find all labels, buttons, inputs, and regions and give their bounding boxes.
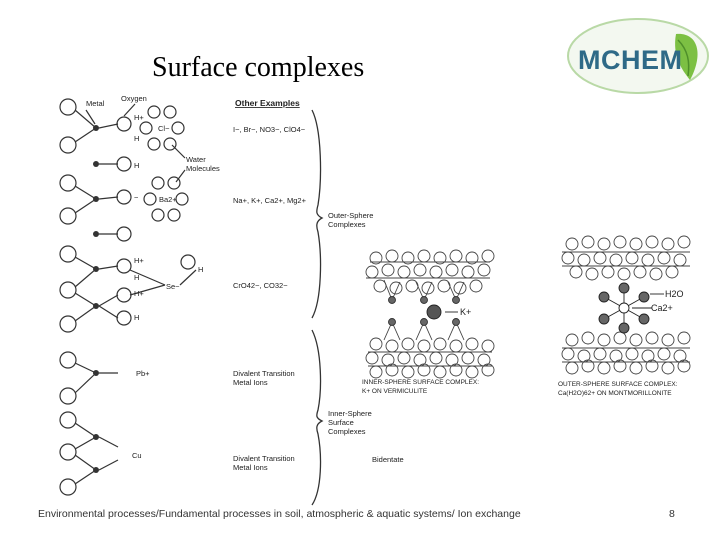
vermiculite-caption-line2: K+ ON VERMICULITE [362,388,428,395]
ion-h-plus-1: H+ [134,113,144,122]
example-divalent-2-line1: Divalent Transition [233,454,295,463]
vermiculite-top-layer [366,250,494,300]
vermiculite-structure [366,250,494,378]
k-ion [427,305,441,319]
ion-pb: Pb+ [136,369,150,378]
left-surface-lattice [60,99,196,495]
vermiculite-caption-line1: INNER-SPHERE SURFACE COMPLEX: [362,379,479,386]
outer-sphere-line1: Outer-Sphere [328,211,373,220]
example-divalent-2-line2: Metal Ions [233,463,268,472]
ca-label: Ca2+ [651,303,673,313]
example-anions: I−, Br−, NO3−, ClO4− [233,125,306,134]
slide-footer: Environmental processes/Fundamental proc… [38,508,521,520]
example-divalent-1-line2: Metal Ions [233,378,268,387]
label-water: Water [186,155,206,164]
montmorillonite-top-layer [562,236,690,280]
ion-h-4: H [134,313,139,322]
inner-sphere-line3: Complexes [328,427,366,436]
ion-cu: Cu [132,451,142,460]
brace-labels: Outer-Sphere Complexes Inner-Sphere Surf… [328,211,404,464]
ion-h-2: H [134,161,139,170]
bidentate-label: Bidentate [372,455,404,464]
page-number: 8 [669,508,675,520]
montmorillonite-caption-line2: Ca(H2O)62+ ON MONTMORILLONITE [558,390,672,397]
vermiculite-bottom-layer [366,322,494,378]
example-cations: Na+, K+, Ca2+, Mg2+ [233,196,307,205]
ion-h-3: H [134,273,139,282]
inner-sphere-line2: Surface [328,418,354,427]
ion-ba: Ba2+ [159,195,177,204]
ion-h-plus-2: H+ [134,256,144,265]
k-label: K+ [460,307,471,317]
ion-h-plus-3: H+ [134,289,144,298]
label-metal: Metal [86,99,105,108]
h2o-label: H2O [665,289,684,299]
ion-minus: − [134,193,139,202]
montmorillonite-caption-line1: OUTER-SPHERE SURFACE COMPLEX: [558,381,678,388]
ion-h-1: H [134,134,139,143]
example-oxyanions: CrO42−, CO32− [233,281,288,290]
grouping-braces [312,110,322,505]
example-divalent-1-line1: Divalent Transition [233,369,295,378]
montmorillonite-bottom-layer [562,332,690,374]
label-oxygen: Oxygen [121,94,147,103]
outer-sphere-line2: Complexes [328,220,366,229]
ion-cl: Cl− [158,124,170,133]
inner-sphere-line1: Inner-Sphere [328,409,372,418]
other-examples-column: Other Examples I−, Br−, NO3−, ClO4− Na+,… [233,98,307,472]
label-molecules: Molecules [186,164,220,173]
other-examples-heading: Other Examples [235,98,300,108]
ion-h-5: H [198,265,203,274]
left-figure-labels: Metal Oxygen Water Molecules H+ H H − Cl… [86,94,220,460]
ion-se: Se− [166,282,180,291]
